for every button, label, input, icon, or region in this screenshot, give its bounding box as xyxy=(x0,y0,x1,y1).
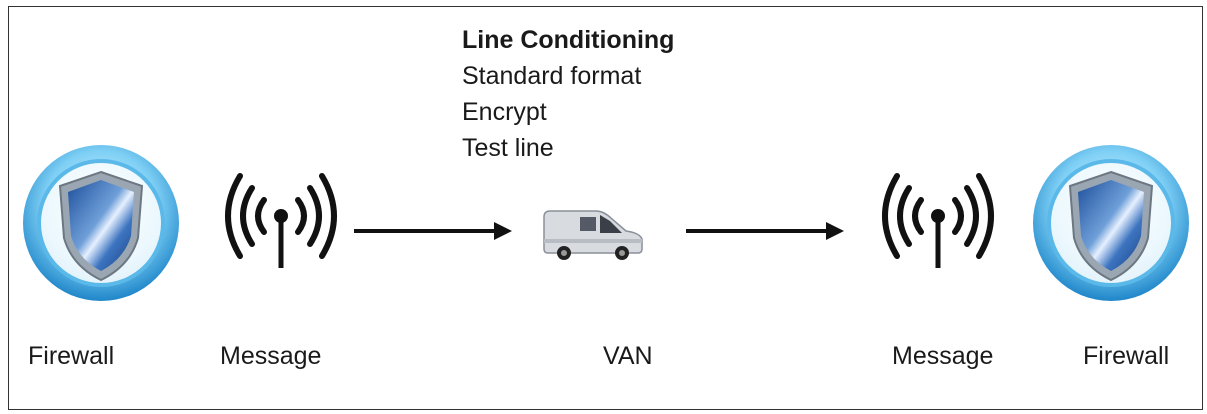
conditioning-item-standard-format: Standard format xyxy=(462,62,642,90)
label-firewall-left: Firewall xyxy=(28,342,115,370)
line-conditioning-block: Line Conditioning Standard format Encryp… xyxy=(462,22,674,166)
van-icon xyxy=(540,203,648,261)
diagram-frame xyxy=(8,6,1203,410)
line-conditioning-title: Line Conditioning xyxy=(462,26,675,54)
arrow-to-van xyxy=(354,220,514,242)
label-message-right: Message xyxy=(892,342,994,370)
label-firewall-right: Firewall xyxy=(1083,342,1170,370)
antenna-icon xyxy=(222,172,340,270)
shield-icon xyxy=(20,142,182,304)
conditioning-item-test-line: Test line xyxy=(462,134,554,162)
conditioning-item-encrypt: Encrypt xyxy=(462,98,547,126)
label-van: VAN xyxy=(603,342,653,370)
arrow-from-van xyxy=(686,220,846,242)
label-message-left: Message xyxy=(220,342,322,370)
shield-icon xyxy=(1030,142,1192,304)
antenna-icon xyxy=(879,172,997,270)
